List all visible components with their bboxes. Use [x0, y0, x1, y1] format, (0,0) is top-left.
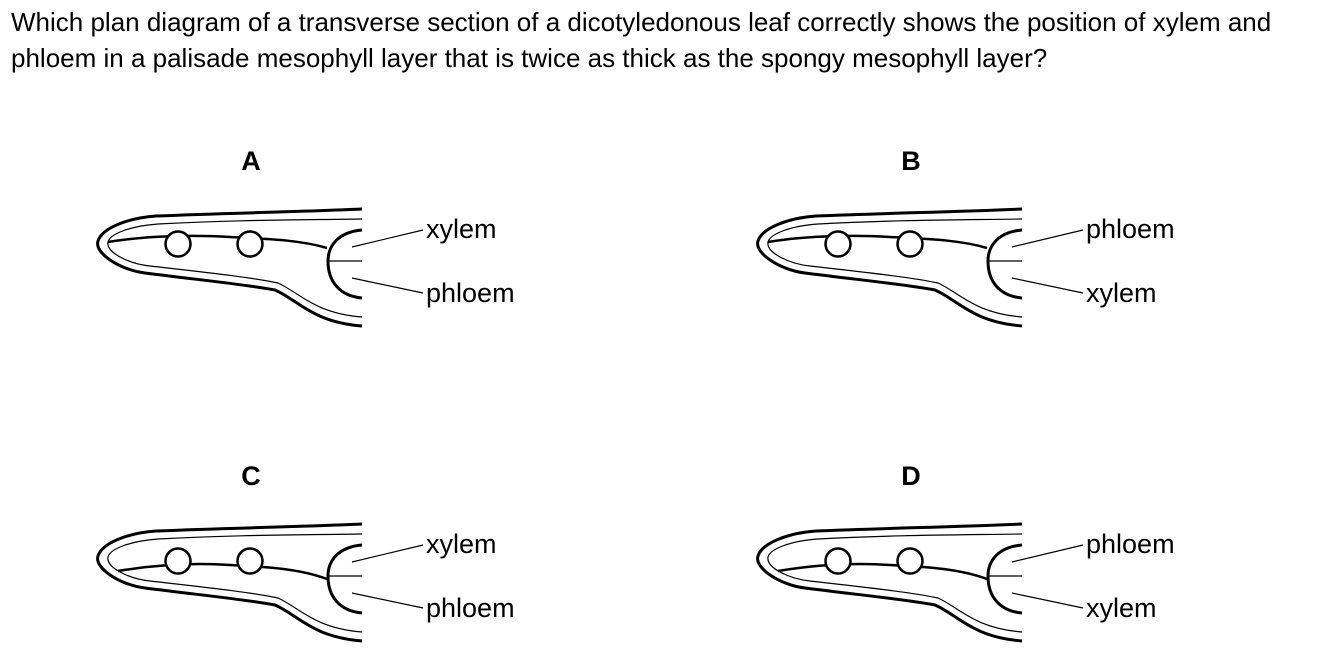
- inner-boundary: [767, 218, 1023, 318]
- vascular-bundle: [326, 228, 363, 300]
- lower-label: phloem: [426, 593, 515, 623]
- option-c[interactable]: C xylem phloem: [90, 455, 650, 655]
- leader-line-upper: [1011, 544, 1084, 563]
- lower-label: phloem: [426, 278, 515, 308]
- leaf-diagram: [756, 522, 1084, 643]
- upper-label: xylem: [426, 214, 497, 244]
- leader-line-upper: [351, 544, 424, 563]
- leader-line-lower: [351, 277, 424, 294]
- option-letter: C: [241, 461, 261, 491]
- mesophyll-boundary: [767, 234, 988, 250]
- mesophyll-boundary: [107, 234, 328, 250]
- leaf-outline: [96, 522, 363, 643]
- lower-label: xylem: [1086, 278, 1157, 308]
- option-b[interactable]: B phloem xylem: [750, 140, 1310, 340]
- small-vein: [236, 547, 264, 575]
- upper-label: phloem: [1086, 529, 1175, 559]
- inner-boundary: [107, 533, 363, 633]
- small-vein: [164, 547, 192, 575]
- question-text: Which plan diagram of a transverse secti…: [11, 7, 1272, 73]
- vascular-bundle: [986, 543, 1023, 615]
- leader-line-upper: [1011, 229, 1084, 248]
- small-vein: [164, 230, 192, 258]
- leader-line-lower: [1011, 592, 1084, 609]
- upper-label: phloem: [1086, 214, 1175, 244]
- vascular-bundle: [326, 543, 363, 615]
- mesophyll-boundary: [777, 562, 988, 581]
- leaf-diagram: [96, 207, 424, 328]
- small-vein: [896, 230, 924, 258]
- option-letter: A: [241, 146, 261, 176]
- mesophyll-boundary: [117, 562, 328, 581]
- small-vein: [824, 547, 852, 575]
- leader-line-lower: [1011, 277, 1084, 294]
- leaf-diagram: [756, 207, 1084, 328]
- leaf-outline: [756, 207, 1023, 328]
- option-letter: D: [901, 461, 921, 491]
- leaf-outline: [96, 207, 363, 328]
- inner-boundary: [767, 533, 1023, 633]
- vascular-bundle: [986, 228, 1023, 300]
- leaf-diagram: [96, 522, 424, 643]
- upper-label: xylem: [426, 529, 497, 559]
- option-letter: B: [901, 146, 921, 176]
- leaf-outline: [756, 522, 1023, 643]
- small-vein: [824, 230, 852, 258]
- inner-boundary: [107, 218, 363, 318]
- lower-label: xylem: [1086, 593, 1157, 623]
- leader-line-upper: [351, 229, 424, 248]
- option-d[interactable]: D phloem xylem: [750, 455, 1310, 655]
- leader-line-lower: [351, 592, 424, 609]
- small-vein: [236, 230, 264, 258]
- small-vein: [896, 547, 924, 575]
- option-a[interactable]: A xylem phloem: [90, 140, 650, 340]
